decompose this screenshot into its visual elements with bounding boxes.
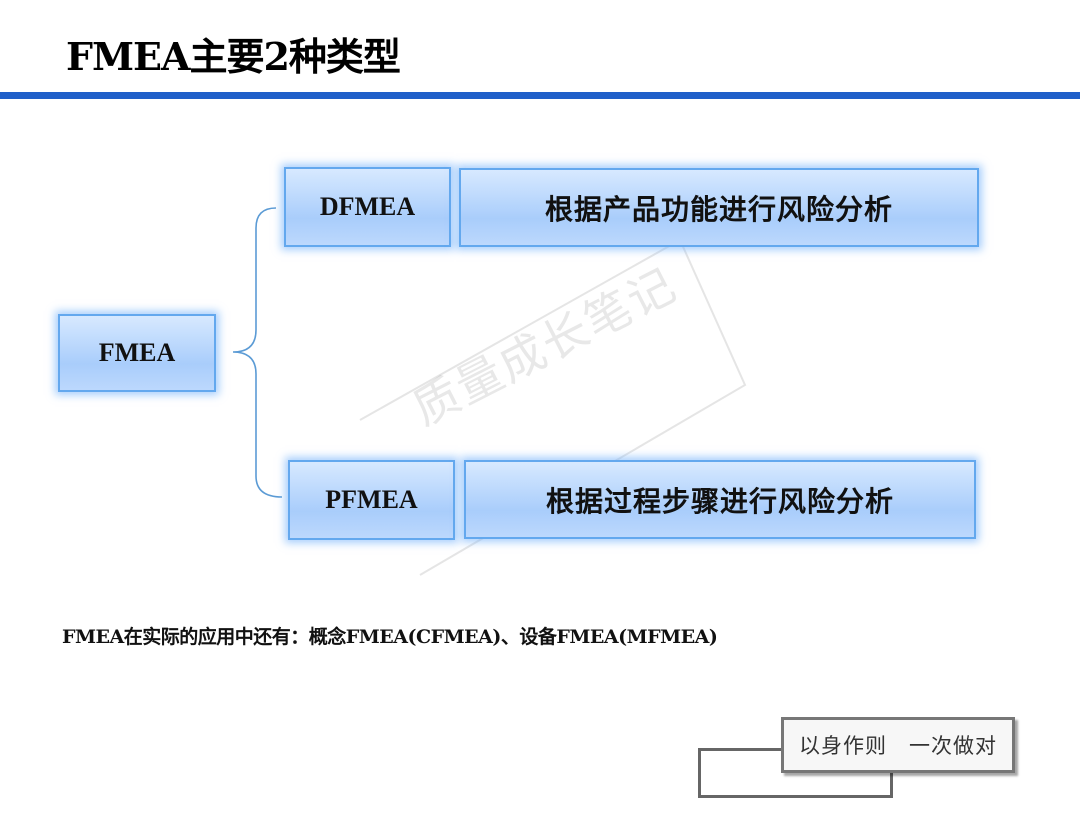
footnote-other-types: FMEA在实际的应用中还有：概念FMEA(CFMEA)、设备FMEA(MFMEA… [62,626,718,648]
motto-badge: 以身作则 一次做对 [781,717,1015,773]
slide-title: FMEA主要2种类型 [66,34,401,79]
branch-description-dfmea: 根据产品功能进行风险分析 [459,168,979,247]
branch-node-pfmea: PFMEA [288,460,455,540]
title-divider [0,92,1080,99]
branch-description-pfmea: 根据过程步骤进行风险分析 [464,460,976,539]
root-node-fmea: FMEA [58,314,216,392]
branch-node-dfmea: DFMEA [284,167,451,247]
